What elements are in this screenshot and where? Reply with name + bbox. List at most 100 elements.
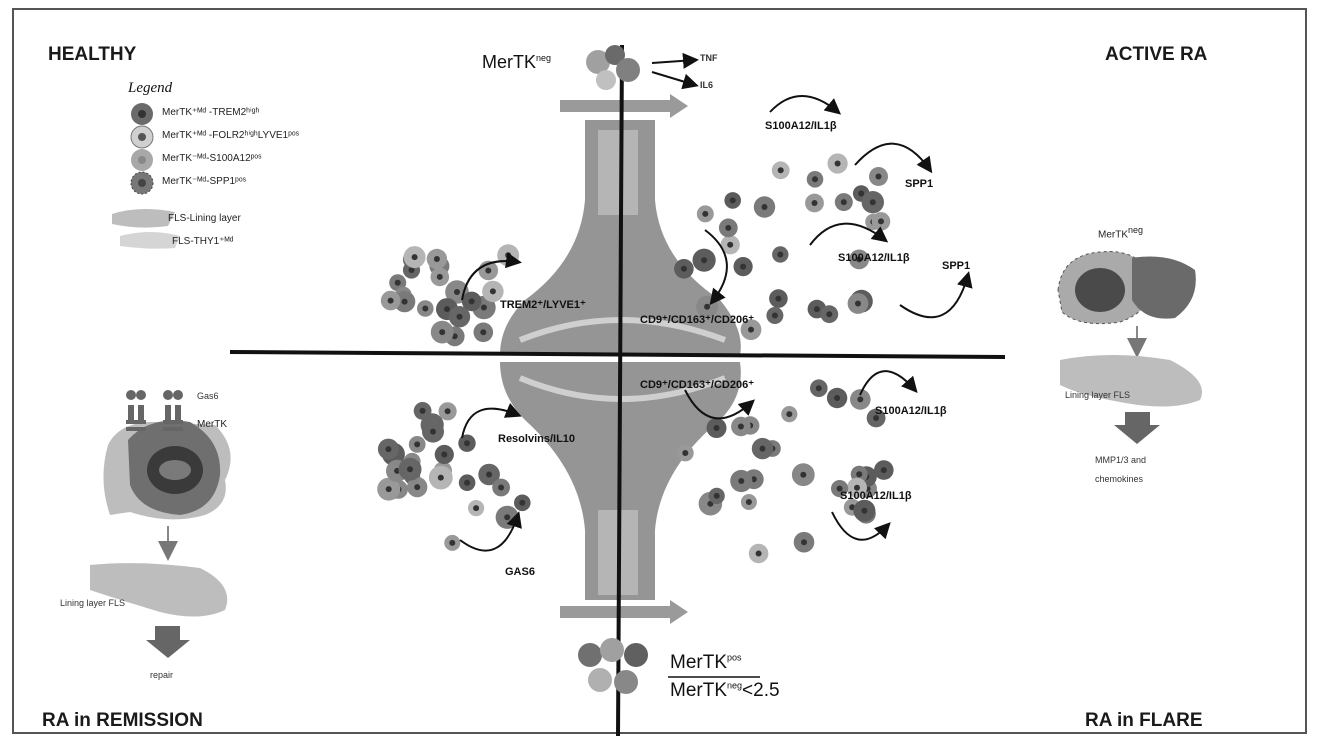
- remission-fls-label: Lining layer FLS: [60, 598, 125, 608]
- annotation-br-s100-1: S100A12/IL1β: [875, 405, 947, 417]
- horizontal-axis: [230, 352, 1005, 357]
- cell-nucleus-icon: [812, 176, 818, 182]
- cell-nucleus-icon: [504, 514, 510, 520]
- top-output-0: TNF: [700, 53, 718, 63]
- quadrant-title-healthy: HEALTHY: [48, 44, 136, 66]
- cell-nucleus-icon: [414, 441, 420, 447]
- cell-nucleus-icon: [881, 467, 887, 473]
- cell-nucleus-icon: [876, 174, 882, 180]
- cell-nucleus-icon: [762, 204, 768, 210]
- cell-nucleus-icon: [454, 289, 460, 295]
- remission-receptor-label: MerTK: [197, 419, 227, 430]
- cell-nucleus-icon: [714, 425, 720, 431]
- cell-nucleus-icon: [681, 266, 687, 272]
- cell-nucleus-icon: [701, 257, 707, 263]
- cell-nucleus-icon: [760, 446, 766, 452]
- cell-nucleus-icon: [414, 484, 420, 490]
- cell-nucleus-icon: [481, 305, 487, 311]
- annotation-center-bottom: CD9⁺/CD163⁺/CD206⁺: [640, 378, 754, 391]
- annotation-gas6: GAS6: [505, 566, 535, 578]
- cell-nucleus-icon: [469, 298, 475, 304]
- legend-title: Legend: [128, 80, 172, 97]
- cell-nucleus-icon: [498, 485, 504, 491]
- annotation-tr-spp1-1: SPP1: [905, 178, 933, 190]
- cell-nucleus-icon: [445, 408, 451, 414]
- legend-item-5: FLS-THY1⁺ᴹᵈ: [172, 236, 233, 247]
- cell-nucleus-icon: [801, 539, 807, 545]
- cell-nucleus-icon: [778, 167, 784, 173]
- cell-nucleus-icon: [878, 218, 884, 224]
- legend-item-3: MerTK⁻ᴹᵈ-SPP1ᵖᵒˢ: [162, 176, 246, 187]
- cell-nucleus-icon: [835, 161, 841, 167]
- flare-fls-label: Lining layer FLS: [1065, 390, 1130, 400]
- cell-nucleus-icon: [746, 499, 752, 505]
- annotation-tr-s100-1: S100A12/IL1β: [765, 120, 837, 132]
- flare-outcome-line1: MMP1/3 and: [1095, 455, 1146, 465]
- cell-nucleus-icon: [841, 199, 847, 205]
- cell-nucleus-icon: [464, 480, 470, 486]
- cell-nucleus-icon: [740, 264, 746, 270]
- quadrant-title-remission: RA in REMISSION: [42, 710, 203, 732]
- cell-nucleus-icon: [441, 452, 447, 458]
- cell-nucleus-icon: [438, 475, 444, 481]
- cell-nucleus-icon: [786, 411, 792, 417]
- legend-item-0: MerTK⁺ᴹᵈ -TREM2ʰⁱᵍʰ: [162, 107, 259, 118]
- cell-nucleus-icon: [437, 274, 443, 280]
- quadrant-title-flare: RA in FLARE: [1085, 710, 1203, 732]
- cell-nucleus-icon: [861, 508, 867, 514]
- cell-nucleus-icon: [485, 268, 491, 274]
- cell-nucleus-icon: [756, 551, 762, 557]
- quadrant-title-active-ra: ACTIVE RA: [1105, 44, 1207, 66]
- cell-nucleus-icon: [486, 472, 492, 478]
- flare-outcome-line2: chemokines: [1095, 474, 1143, 484]
- cell-nucleus-icon: [402, 299, 408, 305]
- legend-item-4: FLS-Lining layer: [168, 213, 241, 224]
- cell-nucleus-icon: [738, 478, 744, 484]
- flare-top-label: MerTKneg: [1098, 225, 1143, 240]
- cell-nucleus-icon: [430, 429, 436, 435]
- cell-nucleus-icon: [385, 446, 391, 452]
- annotation-tr-spp1-2: SPP1: [942, 260, 970, 272]
- cell-nucleus-icon: [444, 306, 450, 312]
- cell-nucleus-icon: [505, 252, 511, 258]
- remission-ligand-label: Gas6: [197, 391, 219, 401]
- cell-nucleus-icon: [858, 191, 864, 197]
- cell-nucleus-icon: [434, 256, 440, 262]
- flare-down-arrow: [1114, 412, 1160, 444]
- cell-nucleus-icon: [812, 200, 818, 206]
- cell-nucleus-icon: [422, 306, 428, 312]
- ratio-numerator: MerTKpos: [670, 652, 742, 674]
- remission-outcome: repair: [150, 670, 173, 680]
- annotation-tr-s100-2: S100A12/IL1β: [838, 252, 910, 264]
- cell-nucleus-icon: [870, 199, 876, 205]
- cell-nucleus-icon: [420, 408, 426, 414]
- cell-nucleus-icon: [725, 225, 731, 231]
- cell-nucleus-icon: [730, 197, 736, 203]
- cell-nucleus-icon: [473, 505, 479, 511]
- annotation-center-top: CD9⁺/CD163⁺/CD206⁺: [640, 313, 754, 326]
- legend-item-2: MerTK⁻ᴹᵈ-S100A12ᵖᵒˢ: [162, 153, 262, 164]
- cell-nucleus-icon: [412, 254, 418, 260]
- cell-nucleus-icon: [772, 313, 778, 319]
- cell-nucleus-icon: [727, 242, 733, 248]
- cell-nucleus-icon: [826, 311, 832, 317]
- cell-nucleus-icon: [704, 304, 710, 310]
- cell-nucleus-icon: [464, 440, 470, 446]
- top-center-label: MerTKneg: [482, 52, 551, 73]
- cell-nucleus-icon: [490, 288, 496, 294]
- cell-nucleus-icon: [800, 472, 806, 478]
- top-output-1: IL6: [700, 80, 713, 90]
- cell-nucleus-icon: [857, 396, 863, 402]
- cell-nucleus-icon: [682, 450, 688, 456]
- cell-nucleus-icon: [814, 306, 820, 312]
- cell-nucleus-icon: [439, 329, 445, 335]
- cell-nucleus-icon: [388, 298, 394, 304]
- annotation-tl: TREM2⁺/LYVE1⁺: [500, 298, 586, 311]
- cell-nucleus-icon: [816, 385, 822, 391]
- cell-nucleus-icon: [856, 471, 862, 477]
- cell-nucleus-icon: [702, 211, 708, 217]
- legend-item-1: MerTK⁺ᴹᵈ -FOLR2ʰⁱᵍʰLYVE1ᵖᵒˢ: [162, 130, 299, 141]
- annotation-bl: Resolvins/IL10: [498, 433, 575, 445]
- cell-nucleus-icon: [386, 486, 392, 492]
- repair-down-arrow: [146, 626, 190, 658]
